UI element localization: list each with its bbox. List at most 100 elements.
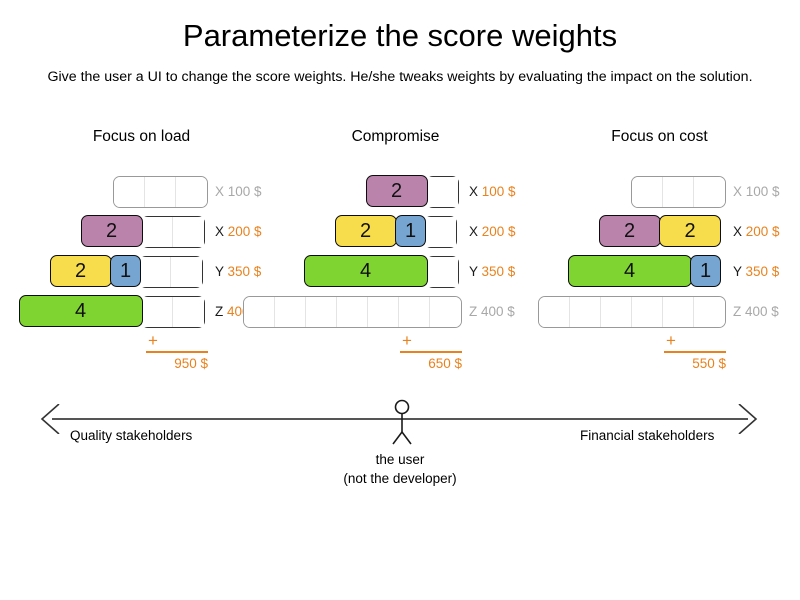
weight-bar-remainder[interactable] [139, 256, 204, 288]
weight-segment-yellow[interactable]: 2 [334, 215, 397, 248]
column-total: +650 $ [272, 332, 519, 378]
sum-rule [146, 351, 208, 353]
weight-slot[interactable] [368, 297, 399, 327]
weight-row: Z 400 $ [243, 292, 519, 332]
axis-label-left: Quality stakeholders [70, 428, 193, 443]
column-header: Focus on load [92, 128, 191, 145]
weight-segment-blue[interactable]: 1 [395, 215, 427, 248]
weight-bar-area [536, 292, 726, 332]
weight-slot[interactable] [694, 177, 725, 207]
column-total: +550 $ [536, 332, 783, 378]
weight-slot[interactable] [430, 297, 461, 327]
sum-rule [664, 351, 726, 353]
weight-segment-purple[interactable]: 2 [365, 175, 428, 208]
weight-row: 4Z 400 $ [18, 292, 265, 332]
weight-bar-area: 2 [272, 172, 462, 212]
column-total-inner: +950 $ [146, 331, 208, 371]
weight-row-cost: 200 $ [227, 224, 262, 239]
weight-row-key: Y [469, 264, 478, 279]
weight-segment-yellow[interactable]: 2 [49, 255, 112, 288]
weight-bar[interactable]: 4 [18, 295, 208, 328]
weight-segment-green[interactable]: 4 [567, 255, 692, 288]
weight-segment-blue[interactable]: 1 [110, 255, 142, 288]
weight-slot[interactable] [426, 257, 458, 287]
weight-slot[interactable] [337, 297, 368, 327]
weight-slot[interactable] [663, 177, 694, 207]
figure-caption: the user (not the developer) [300, 450, 500, 488]
weight-bar-area: 4 [18, 292, 208, 332]
weight-segment-green[interactable]: 4 [303, 255, 428, 288]
weight-bar-remainder[interactable] [425, 256, 459, 288]
weight-slot[interactable] [399, 297, 430, 327]
weight-slot[interactable] [663, 297, 694, 327]
weight-slot[interactable] [306, 297, 337, 327]
weight-slot[interactable] [694, 297, 725, 327]
weight-slot[interactable] [172, 217, 204, 247]
weight-segment-green[interactable]: 4 [18, 295, 143, 328]
weight-bar-empty[interactable] [631, 176, 726, 208]
weight-slot[interactable] [171, 257, 203, 287]
weight-bar[interactable]: 2 [365, 175, 462, 208]
weight-slot[interactable] [539, 297, 570, 327]
weight-row-key: Y [733, 264, 742, 279]
weight-row-cost: 350 $ [745, 264, 780, 279]
weight-slot[interactable] [114, 177, 145, 207]
weight-slot[interactable] [141, 297, 173, 327]
sum-plus-sign: + [148, 331, 158, 350]
weight-row-cost: 100 $ [227, 184, 262, 199]
weight-row-key: Z [469, 304, 478, 319]
weight-row-label: Y 350 $ [469, 252, 515, 292]
weight-slot[interactable] [145, 177, 176, 207]
column-total-value: 550 $ [692, 355, 726, 371]
weight-segment-blue[interactable]: 1 [690, 255, 722, 288]
weight-row-list: X 100 $2X 200 $21Y 350 $4Z 400 $ [18, 172, 265, 332]
weight-slot[interactable] [141, 217, 173, 247]
weight-row-cost: 400 $ [481, 304, 515, 319]
weight-slot[interactable] [176, 177, 207, 207]
weight-slot[interactable] [601, 297, 632, 327]
weight-row-label: Z 400 $ [469, 292, 515, 332]
weight-bar-area [18, 172, 208, 212]
weight-slot[interactable] [632, 297, 663, 327]
weight-slot[interactable] [425, 217, 457, 247]
weight-bar-area: 2 [18, 212, 208, 252]
weight-slot[interactable] [244, 297, 275, 327]
weight-row-cost: 100 $ [745, 184, 780, 199]
weight-segment-purple[interactable]: 2 [80, 215, 143, 248]
weight-slot[interactable] [426, 177, 458, 207]
weight-bar-remainder[interactable] [140, 296, 205, 328]
weight-slot[interactable] [275, 297, 306, 327]
weight-bar-empty[interactable] [113, 176, 208, 208]
weight-segment-purple[interactable]: 2 [598, 215, 661, 248]
figure-caption-line1: the user [375, 452, 425, 467]
weight-bar[interactable]: 4 [303, 255, 462, 288]
weight-slot[interactable] [140, 257, 172, 287]
weight-segment-yellow[interactable]: 2 [659, 215, 722, 248]
weight-bar-empty[interactable] [538, 296, 726, 328]
weight-bar-remainder[interactable] [425, 176, 459, 208]
weight-bar-remainder[interactable] [424, 216, 458, 248]
weight-row-key: Z [733, 304, 742, 319]
weight-row-label: X 100 $ [215, 172, 262, 212]
sum-rule [400, 351, 462, 353]
column-total: +950 $ [18, 331, 265, 378]
weight-row-label: Y 350 $ [215, 252, 261, 292]
weight-bar[interactable]: 2 [80, 215, 208, 248]
weight-slot[interactable] [632, 177, 663, 207]
weight-bar-remainder[interactable] [140, 216, 205, 248]
column-total-inner: +550 $ [664, 332, 726, 371]
arrow-right-icon [738, 403, 758, 435]
weight-bar-empty[interactable] [243, 296, 462, 328]
weight-row: 4 Y 350 $ [272, 252, 519, 292]
weight-slot[interactable] [570, 297, 601, 327]
weight-slot[interactable] [172, 297, 204, 327]
